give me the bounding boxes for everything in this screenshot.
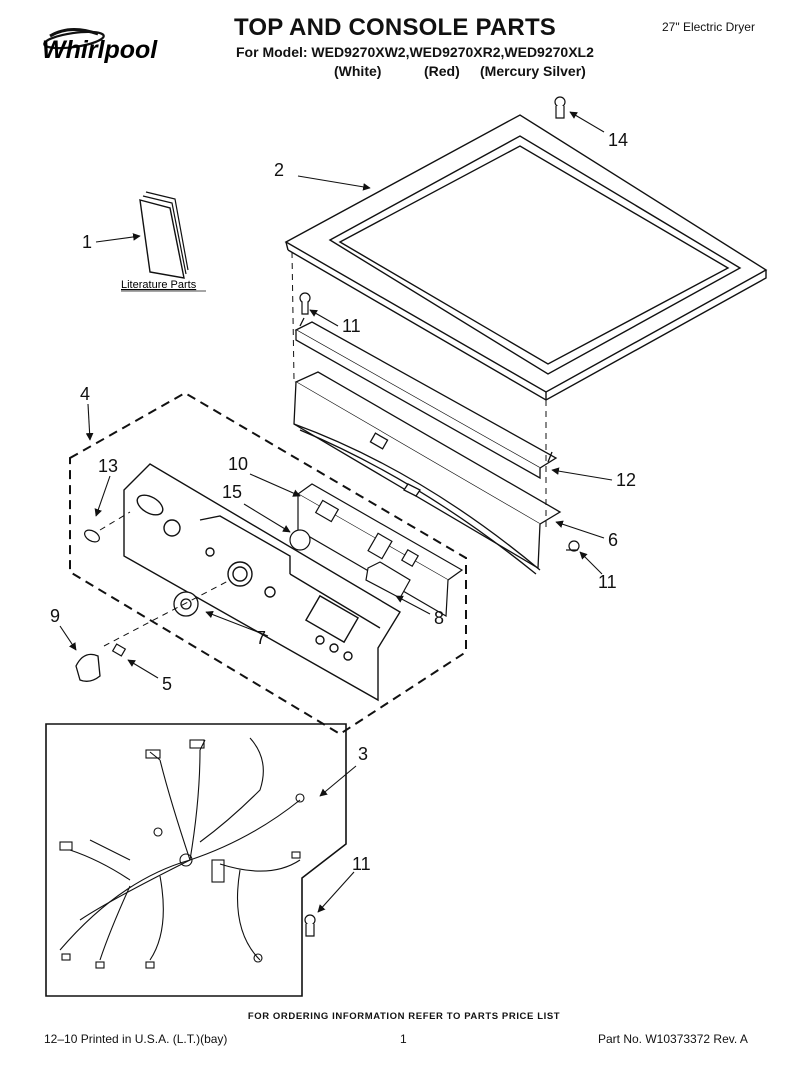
- product-type: 27" Electric Dryer: [662, 20, 755, 34]
- console-back: [293, 371, 562, 575]
- wire-harness: [59, 737, 305, 969]
- clip-5: [111, 643, 127, 657]
- brand-wordmark: Whirlpool: [42, 36, 158, 64]
- screw-11-right: [566, 540, 580, 552]
- callout-11-right: 11: [598, 572, 617, 592]
- console-panel: [123, 463, 401, 702]
- ordering-note: FOR ORDERING INFORMATION REFER TO PARTS …: [247, 1011, 561, 1022]
- button-13: [84, 529, 100, 543]
- console-bracket: [294, 317, 558, 480]
- display-lens-8: [365, 561, 411, 599]
- part-number: Part No. W10373372 Rev. A: [598, 1032, 748, 1046]
- literature-parts-label: Literature Parts: [121, 279, 197, 291]
- callout-9: 9: [50, 606, 60, 626]
- alignment-lines: [99, 251, 547, 647]
- page-number: 1: [400, 1032, 407, 1046]
- screw-11-lower: [304, 914, 316, 937]
- color-red: (Red): [424, 63, 460, 79]
- screw-14: [554, 96, 566, 119]
- callout-3: 3: [358, 744, 368, 764]
- callout-4: 4: [80, 384, 90, 404]
- wire-harness-box: [45, 723, 347, 997]
- knob-9: [75, 653, 101, 682]
- callout-14: 14: [608, 130, 628, 150]
- top-panel: [284, 114, 768, 401]
- callout-15: 15: [222, 482, 242, 502]
- whirlpool-logo: Whirlpool: [42, 28, 158, 64]
- control-board: [296, 483, 464, 618]
- knob-assembly-7: [173, 591, 199, 617]
- callout-11-upper: 11: [342, 316, 361, 336]
- window-15: [289, 529, 311, 551]
- callout-12: 12: [616, 470, 636, 490]
- callout-8: 8: [434, 608, 444, 628]
- color-mercury-silver: (Mercury Silver): [480, 63, 586, 79]
- callout-6: 6: [608, 530, 618, 550]
- literature-parts: [139, 191, 189, 279]
- print-info: 12–10 Printed in U.S.A. (L.T.)(bay): [44, 1032, 228, 1046]
- leader-lines: [59, 111, 613, 913]
- callout-1: 1: [82, 232, 92, 252]
- screw-11-upper: [299, 292, 311, 315]
- page-title: TOP AND CONSOLE PARTS: [234, 14, 557, 41]
- model-line: For Model: WED9270XW2,WED9270XR2,WED9270…: [236, 44, 594, 60]
- callout-5: 5: [162, 674, 172, 694]
- color-white: (White): [334, 63, 382, 79]
- callout-2: 2: [274, 160, 284, 180]
- callout-7: 7: [256, 628, 266, 648]
- callout-10: 10: [228, 454, 248, 474]
- callout-11-lower: 11: [352, 854, 371, 874]
- callout-13: 13: [98, 456, 118, 476]
